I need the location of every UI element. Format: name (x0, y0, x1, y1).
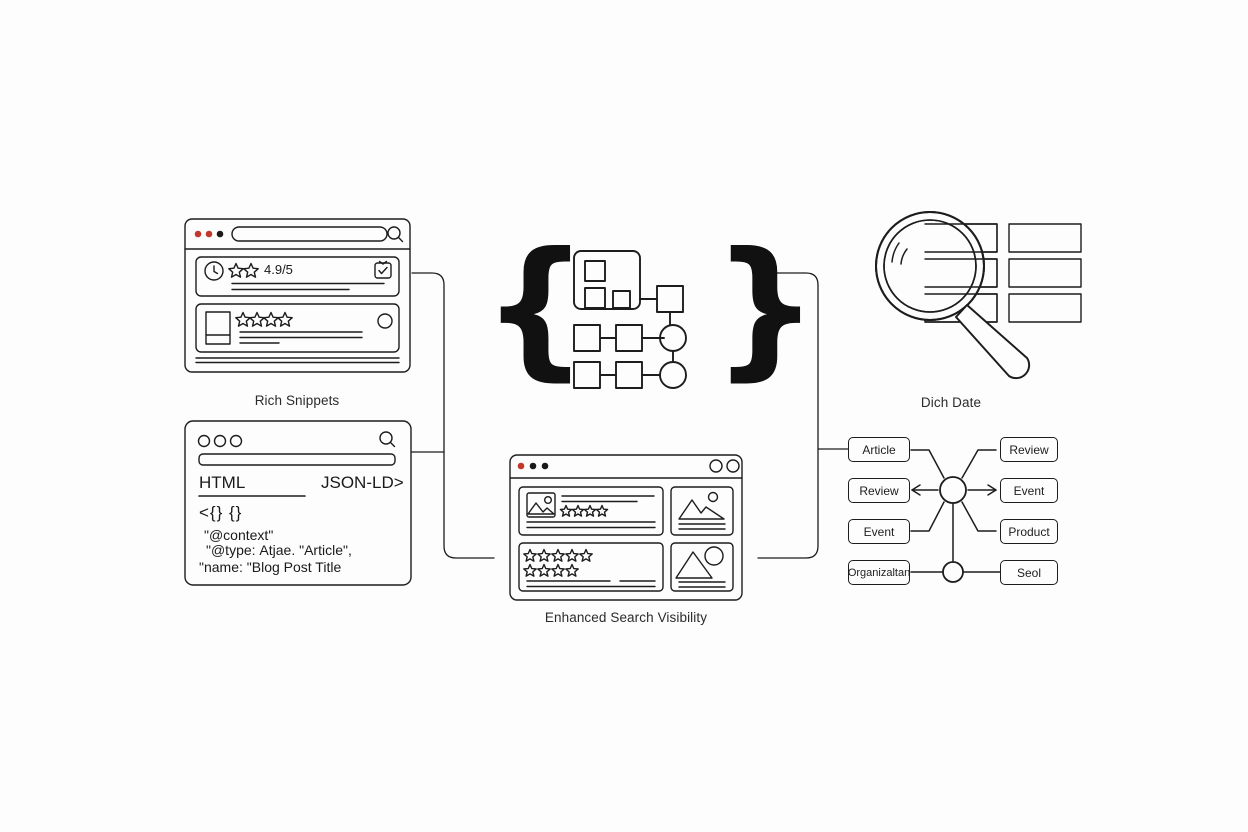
tab-json-ld[interactable]: JSON-LD> (321, 473, 404, 492)
search-results-dots (517, 462, 549, 470)
entity-node-label: Review (1009, 442, 1049, 457)
rating-value: 4.9/5 (264, 262, 293, 277)
entity-node-event-left[interactable]: Event (848, 519, 910, 544)
caption-dich-date: Dich Date (920, 395, 982, 410)
entity-node-review-right[interactable]: Review (1000, 437, 1058, 462)
code-line-4: "name: "Blog Post Title (199, 559, 342, 575)
entity-node-event-right[interactable]: Event (1000, 478, 1058, 503)
rich-snippets-window (184, 218, 411, 373)
schema-graph-icon (573, 250, 687, 389)
connector-left (411, 272, 495, 559)
right-brace: } (712, 221, 819, 395)
code-line-1: <{} {} (199, 503, 243, 522)
tab-html[interactable]: HTML (199, 473, 246, 492)
rich-snippets-dots (194, 230, 224, 238)
code-window (184, 420, 412, 586)
entity-node-seo[interactable]: Seol (1000, 560, 1058, 585)
caption-rich-snippets: Rich Snippets (254, 393, 340, 408)
entity-node-product[interactable]: Product (1000, 519, 1058, 544)
caption-enhanced-search: Enhanced Search Visibility (544, 610, 708, 625)
entity-node-label: Organizaltan (847, 566, 911, 579)
code-line-3: "@type: Atjae. "Article", (206, 542, 352, 558)
code-line-2: "@context" (204, 527, 274, 543)
entity-node-review-left[interactable]: Review (848, 478, 910, 503)
entity-node-article[interactable]: Article (848, 437, 910, 462)
entity-node-label: Event (863, 524, 895, 539)
search-results-window (509, 454, 743, 601)
left-brace: { (482, 221, 589, 395)
magnifying-glass-icon (875, 211, 1082, 380)
entity-node-organization[interactable]: Organizaltan (848, 560, 910, 585)
entity-node-label: Seol (1016, 565, 1042, 580)
entity-node-label: Review (859, 483, 899, 498)
connector-right (757, 272, 853, 559)
entity-node-label: Article (862, 442, 896, 457)
entity-node-label: Event (1013, 483, 1045, 498)
entity-graph-links (910, 449, 1001, 583)
entity-node-label: Product (1008, 524, 1050, 539)
